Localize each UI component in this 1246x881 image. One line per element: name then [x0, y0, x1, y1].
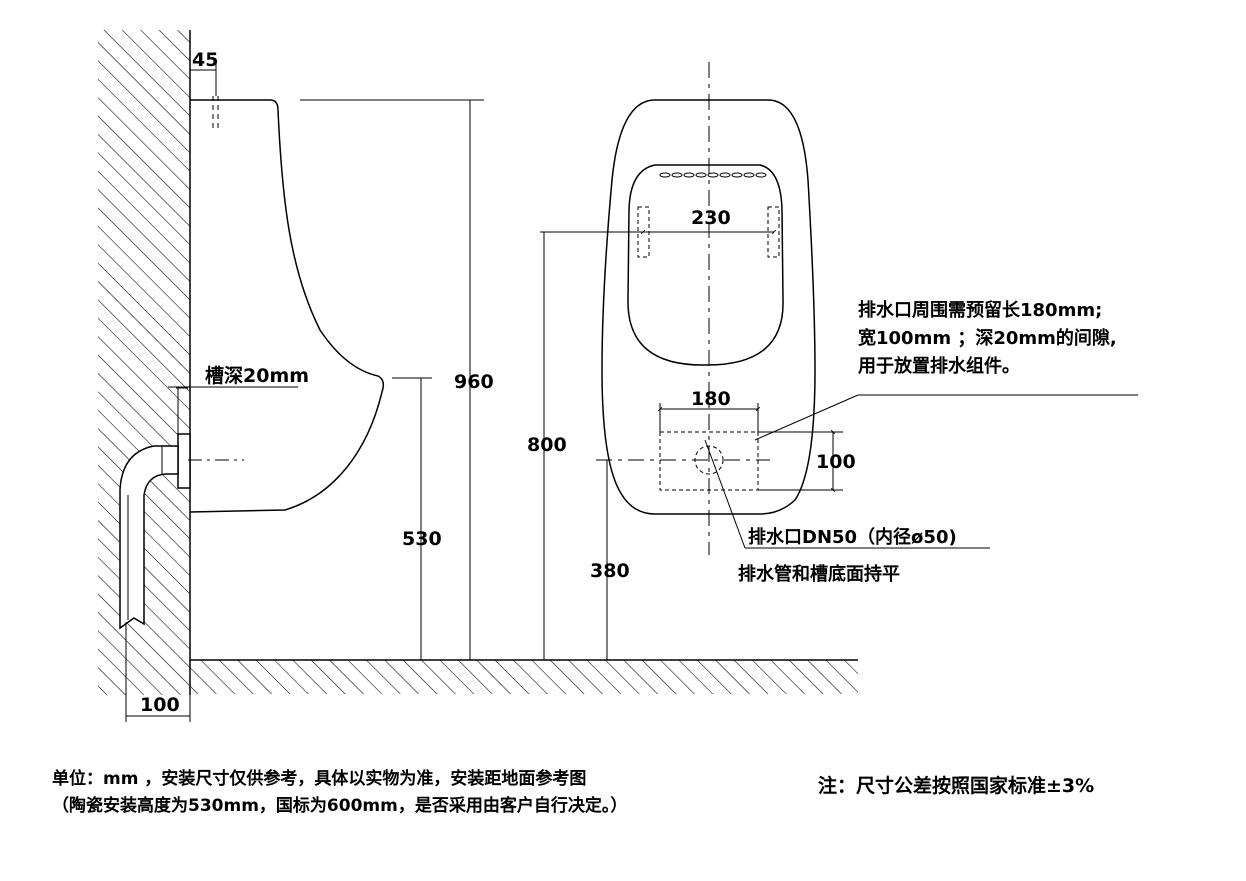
footer-height-line: （陶瓷安装高度为530mm，国标为600mm，是否采用由客户自行决定。）: [52, 796, 628, 816]
note-drain-pipe: 排水管和槽底面持平: [738, 563, 900, 585]
note-clearance-line1: 排水口周围需预留长180mm;: [858, 299, 1102, 321]
dim-groove-depth: 槽深20mm: [205, 364, 309, 387]
urinal-side-view: [176, 96, 385, 513]
floor-hatching: [190, 659, 858, 694]
note-clearance-line3: 用于放置排水组件。: [858, 355, 1020, 377]
dim-height-800: 800: [527, 434, 567, 456]
dim-pipe-offset: 100: [140, 694, 180, 716]
footer-notes: 单位：mm ，安装尺寸仅供参考，具体以实物为准，安装距地面参考图 （陶瓷安装高度…: [52, 766, 812, 820]
note-drain-outlet: 排水口DN50（内径ø50): [748, 526, 957, 548]
dim-height-530: 530: [402, 528, 442, 550]
dim-height-total: 960: [454, 371, 494, 393]
footer-tolerance: 注：尺寸公差按照国家标准±3%: [818, 775, 1095, 797]
note-clearance-line2: 宽100mm ；深20mm的间隙,: [858, 327, 1117, 349]
footer-units-line: 单位：mm ，安装尺寸仅供参考，具体以实物为准，安装距地面参考图: [52, 769, 587, 789]
dim-outlet-height: 100: [816, 451, 856, 473]
dim-wall-offset: 45: [192, 49, 218, 71]
dim-mount-width: 230: [691, 207, 731, 229]
side-dimension-lines: [125, 50, 484, 722]
front-dimension-lines: [540, 62, 1138, 660]
dim-outlet-height-380: 380: [590, 560, 630, 582]
dim-outlet-width: 180: [691, 388, 731, 410]
drain-pipe: [119, 445, 179, 630]
